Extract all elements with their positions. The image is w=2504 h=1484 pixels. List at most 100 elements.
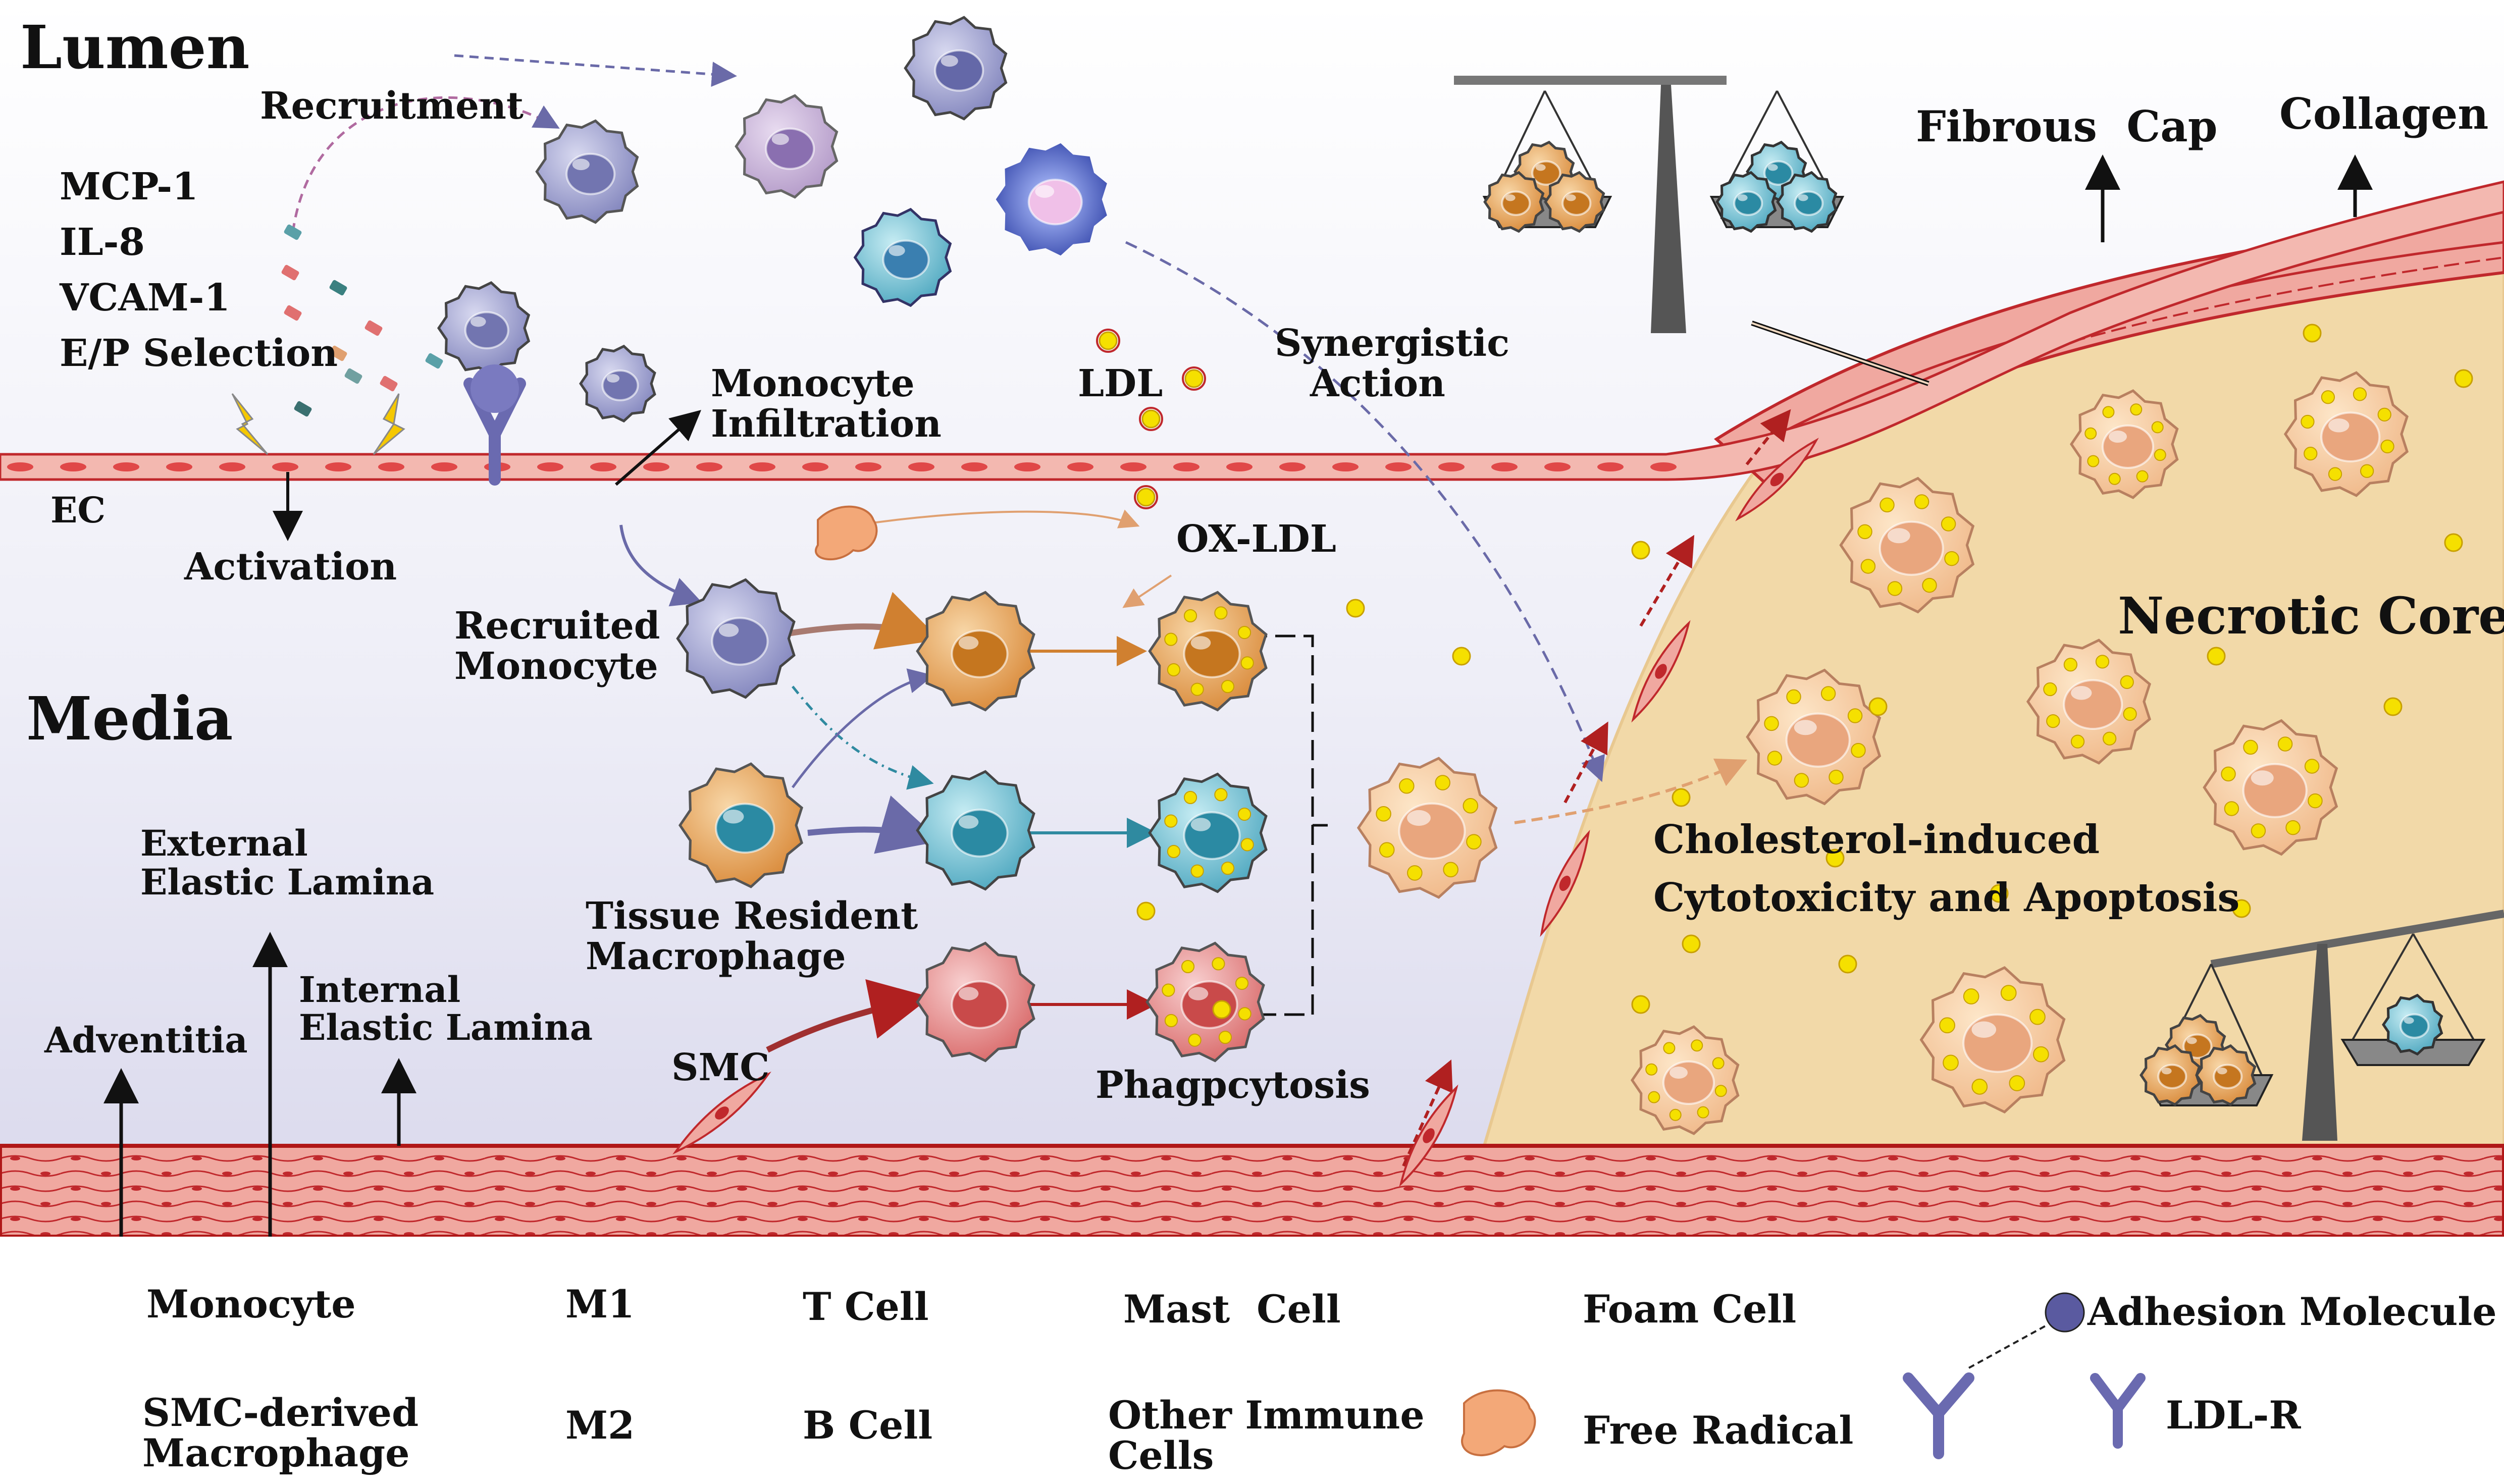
- legend-m1-label: M1: [565, 1282, 635, 1327]
- lipid-particle: [2444, 533, 2463, 552]
- m2-macrophage: [916, 770, 1035, 891]
- recruitment-label: Recruitment: [260, 84, 524, 128]
- molecule-vcam1: VCAM-1: [59, 276, 230, 320]
- lipid-particle: [2232, 899, 2251, 918]
- necrotic-foam-cell-5: [1746, 668, 1882, 806]
- chemokine-molecule: [344, 368, 362, 384]
- lipid-particle: [1631, 541, 1650, 560]
- tissue-resident-macrophage-label-2: Macrophage: [586, 935, 846, 978]
- lumen-other-immune: [996, 143, 1107, 256]
- endothelium-layer: [0, 180, 2504, 481]
- legend-icons: [1461, 1292, 2146, 1459]
- activation-bolt-right: [373, 393, 405, 455]
- scale-m2-cell-c: [1776, 171, 1838, 233]
- ec-label: EC: [50, 489, 106, 531]
- lipid-particle: [1184, 369, 1204, 388]
- legend-smc-macrophage-label-1: SMC-derived: [142, 1390, 419, 1435]
- legend-t-cell-label: T Cell: [803, 1284, 929, 1329]
- smc-label: SMC: [671, 1046, 769, 1089]
- synergistic-action-label-1: Synergistic: [1275, 322, 1509, 365]
- lumen-b-cell: [904, 16, 1008, 121]
- lipid-particle: [1136, 902, 1156, 921]
- scale-bottom-m1-c: [2195, 1044, 2257, 1106]
- legend-free-radical-label: Free Radical: [1583, 1408, 1853, 1453]
- m1-foam-cell: [1148, 591, 1268, 712]
- lumen-label: Lumen: [20, 12, 249, 82]
- chemokine-molecule: [380, 376, 398, 392]
- smc-migrating-5: [1735, 438, 1819, 521]
- lipid-particle: [2383, 697, 2403, 716]
- combined-foam-cell: [1357, 757, 1498, 899]
- lipid-particle: [1136, 488, 1156, 507]
- lumen-t-cell: [735, 94, 839, 199]
- lipid-particle: [1672, 788, 1691, 807]
- lipid-particle: [1825, 849, 1845, 868]
- chemokine-molecule: [364, 320, 383, 336]
- necrotic-foam-cell-8: [1919, 966, 2066, 1114]
- scale-m2-cell-b: [1715, 171, 1777, 233]
- legend-m2-label: M2: [565, 1403, 635, 1448]
- monocyte-infiltration-label-2: Infiltration: [711, 402, 942, 446]
- recruited-monocyte: [676, 578, 796, 699]
- scale-foam-cell-b: [1483, 171, 1545, 233]
- external-elastic-lamina-label-1: External: [140, 822, 308, 864]
- lipid-particle: [1141, 409, 1161, 429]
- lipid-particle: [1682, 934, 1701, 953]
- legend-ldl-r-icon: [2090, 1373, 2146, 1449]
- smc-migrating-4: [1631, 620, 1691, 723]
- legend-other-immune-label-1: Other Immune: [1108, 1393, 1425, 1438]
- smc-migrating-3: [1540, 829, 1590, 937]
- chemokine-molecule: [329, 345, 347, 361]
- scale-bottom-m2: [2382, 993, 2443, 1056]
- legend-free-radical-icon: [1461, 1389, 1536, 1456]
- smc-migrating-2: [1399, 1084, 1458, 1187]
- legend-smc-macrophage-label-2: Macrophage: [142, 1430, 410, 1475]
- cytotoxicity-label-2: Cytotoxicity and Apoptosis: [1653, 875, 2239, 921]
- smc-foam-cell: [1145, 941, 1265, 1063]
- smc-migrating-1: [672, 1071, 771, 1155]
- necrotic-foam-cell-6: [2203, 719, 2338, 856]
- infiltrating-monocyte: [579, 344, 656, 423]
- monocyte-infiltration-label-1: Monocyte: [711, 362, 915, 405]
- scale-foam-cell-c: [1544, 171, 1605, 233]
- lipid-particle: [1452, 647, 1471, 666]
- lipid-particle: [2303, 324, 2322, 343]
- legend-panel: [0, 1237, 2504, 1484]
- tissue-resident-macrophage: [678, 762, 803, 888]
- lipid-particle: [1868, 697, 1888, 716]
- legend-b-cell-label: B Cell: [803, 1403, 932, 1448]
- scale-bottom-m1-b: [2140, 1044, 2201, 1106]
- lipid-particles: [281, 224, 2473, 1019]
- smc-derived-macrophage: [916, 941, 1035, 1063]
- lipid-particle: [2454, 369, 2473, 388]
- pathway-arrows: [103, 54, 2373, 1252]
- internal-elastic-lamina-label-2: Elastic Lamina: [299, 1006, 593, 1048]
- m2-foam-cell: [1148, 772, 1268, 893]
- free-radical-shape: [815, 505, 878, 561]
- molecule-mcp1: MCP-1: [60, 165, 198, 208]
- external-elastic-lamina-label-2: Elastic Lamina: [140, 861, 434, 903]
- lipid-particle: [1990, 884, 2009, 903]
- lipid-particle: [2207, 647, 2226, 666]
- recruited-monocyte-label-1: Recruited: [454, 604, 660, 648]
- adventitia-label: Adventitia: [44, 1019, 248, 1061]
- molecule-ep-selection: E/P Selection: [60, 332, 338, 375]
- legend-monocyte-label: Monocyte: [146, 1282, 356, 1327]
- m1-macrophage: [916, 591, 1035, 712]
- cytotoxicity-label-1: Cholesterol-induced: [1653, 817, 2100, 863]
- chemokine-molecule: [425, 353, 443, 369]
- cells-layer: [25, 16, 2443, 1482]
- necrotic-foam-cell-3: [1839, 476, 1975, 614]
- necrotic-foam-cell-7: [1630, 1025, 1740, 1135]
- legend-other-immune-label-2: Cells: [1108, 1433, 1214, 1478]
- legend-adhesion-molecule-icon: [1903, 1292, 2085, 1459]
- lumen-monocyte: [535, 119, 639, 224]
- lipid-particle: [1838, 955, 1857, 974]
- chemokine-molecule: [284, 224, 302, 240]
- ox-ldl-label: OX-LDL: [1176, 517, 1336, 561]
- internal-elastic-lamina-label-1: Internal: [299, 969, 460, 1011]
- phagocytosis-label: Phagpcytosis: [1096, 1064, 1370, 1107]
- media-label: Media: [26, 683, 233, 754]
